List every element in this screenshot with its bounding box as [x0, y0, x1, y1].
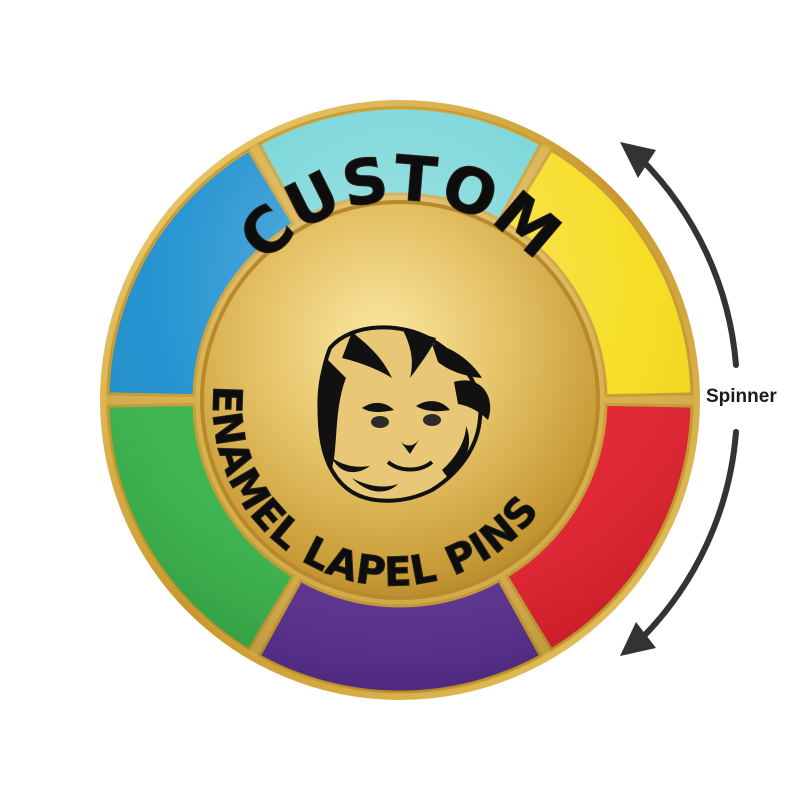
curved-double-arrow-icon [620, 142, 739, 656]
spinner-label: Spinner [706, 386, 777, 407]
tiger-head-icon [317, 325, 491, 503]
